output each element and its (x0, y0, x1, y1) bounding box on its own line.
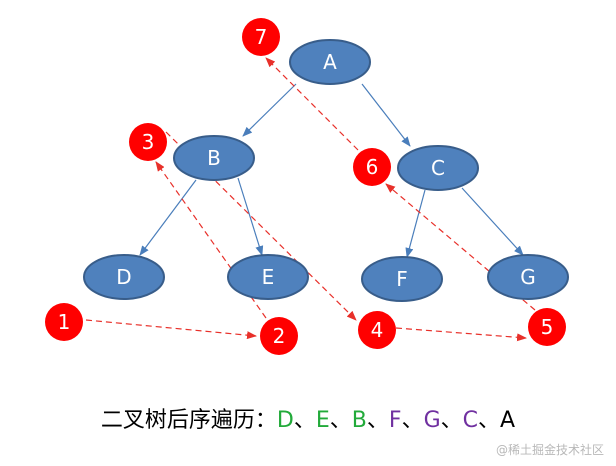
step-marker-4: 4 (358, 311, 396, 349)
tree-node-shape (289, 39, 371, 85)
tree-node-f: F (361, 256, 443, 302)
edge-C-F (405, 189, 426, 258)
edge-A-B (242, 83, 297, 137)
step-marker-6: 6 (353, 148, 391, 186)
edge-B-D (139, 179, 197, 256)
tree-node-shape (397, 145, 479, 191)
traversal-sequence: D、E、B、F、G、C、A (277, 408, 515, 433)
step-marker-label: 3 (142, 130, 155, 154)
step-marker-label: 7 (255, 25, 268, 49)
step-marker-circle (358, 311, 396, 349)
traversal-arrow-1-2 (85, 319, 257, 340)
sequence-separator: 、 (401, 408, 424, 433)
tree-node-g: G (487, 254, 569, 300)
sequence-separator: 、 (478, 408, 501, 433)
tree-node-label: D (116, 265, 131, 289)
step-marker-label: 5 (541, 315, 554, 339)
caption-prefix: 二叉树后序遍历： (100, 408, 277, 433)
tree-edges (139, 83, 524, 258)
sequence-item-c: C (462, 408, 479, 433)
sequence-separator: 、 (440, 408, 463, 433)
sequence-item-e: E (315, 408, 330, 433)
step-markers: 1 2 3 4 5 6 7 (45, 18, 566, 355)
step-marker-label: 1 (58, 310, 71, 334)
traversal-arrow-6-7 (265, 57, 359, 151)
tree-node-label: A (323, 50, 337, 74)
step-marker-1: 1 (45, 303, 83, 341)
sequence-item-g: G (423, 408, 441, 433)
sequence-separator: 、 (366, 408, 389, 433)
tree-node-shape (227, 254, 309, 300)
tree-node-label: F (396, 267, 408, 291)
step-marker-3: 3 (129, 123, 167, 161)
step-marker-2: 2 (260, 317, 298, 355)
step-marker-circle (528, 308, 566, 346)
step-marker-5: 5 (528, 308, 566, 346)
step-marker-circle (353, 148, 391, 186)
tree-node-a: A (289, 39, 371, 85)
step-marker-label: 4 (371, 318, 384, 342)
edge-C-G (461, 187, 524, 256)
sequence-item-a: A (500, 408, 516, 433)
tree-node-label: C (431, 156, 445, 180)
tree-node-label: G (520, 265, 536, 289)
sequence-separator: 、 (293, 408, 316, 433)
edge-A-C (361, 83, 411, 147)
tree-node-shape (173, 135, 255, 181)
tree-node-label: B (207, 146, 221, 170)
tree-node-shape (361, 256, 443, 302)
step-marker-label: 6 (366, 155, 379, 179)
tree-node-b: B (173, 135, 255, 181)
tree-node-c: C (397, 145, 479, 191)
step-marker-label: 2 (273, 324, 286, 348)
sequence-item-b: B (351, 408, 367, 433)
step-marker-circle (242, 18, 280, 56)
tree-node-shape (83, 254, 165, 300)
step-marker-circle (45, 303, 83, 341)
edge-B-E (237, 177, 264, 256)
tree-node-label: E (262, 265, 275, 289)
tree-node-d: D (83, 254, 165, 300)
sequence-item-d: D (276, 408, 294, 433)
step-marker-7: 7 (242, 18, 280, 56)
traversal-caption: 二叉树后序遍历：D、E、B、F、G、C、A (0, 402, 616, 434)
tree-node-shape (487, 254, 569, 300)
step-marker-circle (260, 317, 298, 355)
tree-node-e: E (227, 254, 309, 300)
traversal-path (85, 57, 536, 342)
step-marker-circle (129, 123, 167, 161)
watermark: @稀土掘金技术社区 (495, 443, 604, 457)
tree-nodes: A B C D E F G (83, 39, 569, 302)
sequence-separator: 、 (329, 408, 352, 433)
traversal-arrow-4-5 (395, 327, 527, 342)
sequence-item-f: F (388, 408, 402, 433)
